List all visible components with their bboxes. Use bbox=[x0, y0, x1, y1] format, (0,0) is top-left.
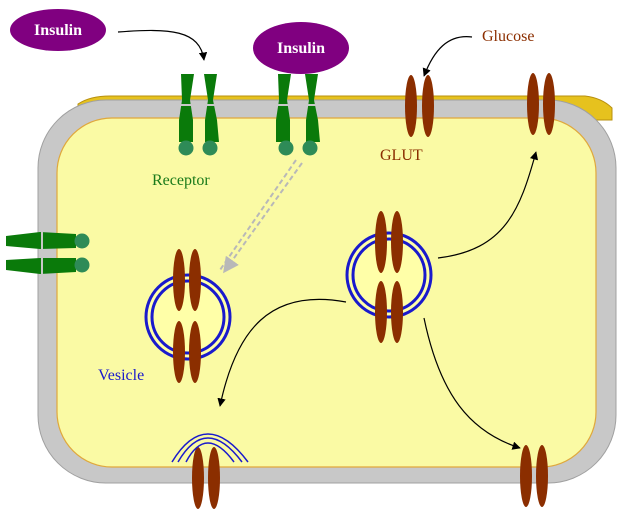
insulin-molecule-1: Insulin bbox=[10, 9, 106, 51]
vesicle-center-glut bbox=[375, 211, 403, 343]
vesicle-left-glut bbox=[173, 249, 201, 383]
insulin-molecule-2: Insulin bbox=[253, 22, 349, 74]
arrow-vesicle-to-bottom-glut bbox=[423, 317, 521, 450]
insulin-receptor-1 bbox=[176, 74, 222, 156]
arrow-glucose-to-glut bbox=[422, 36, 473, 77]
arrow-signal-to-vesicle bbox=[219, 159, 303, 274]
insulin-label-2: Insulin bbox=[277, 40, 325, 57]
vesicle-fusing bbox=[171, 433, 249, 463]
vesicle-center bbox=[345, 211, 433, 343]
glut-transporter-bottom-2 bbox=[520, 445, 548, 507]
glut-transporter-top-1 bbox=[405, 75, 434, 137]
vesicle-label: Vesicle bbox=[98, 367, 144, 384]
cell bbox=[37, 95, 617, 484]
glucose-label: Glucose bbox=[482, 28, 534, 45]
glut-transporter-top-2 bbox=[527, 73, 555, 135]
insulin-receptor-2 bbox=[273, 74, 323, 156]
receptor-label: Receptor bbox=[152, 172, 210, 189]
glut-transporter-bottom-1 bbox=[192, 447, 220, 509]
cytoplasm bbox=[56, 117, 597, 468]
glut-label: GLUT bbox=[380, 147, 423, 164]
arrow-vesicle-to-top-glut bbox=[437, 151, 539, 259]
insulin-receptor-side bbox=[6, 230, 90, 276]
arrow-insulin-to-receptor bbox=[117, 29, 208, 61]
vesicle-left bbox=[144, 249, 232, 383]
arrow-vesicle-to-fusion bbox=[217, 298, 347, 407]
insulin-label-1: Insulin bbox=[34, 22, 82, 39]
